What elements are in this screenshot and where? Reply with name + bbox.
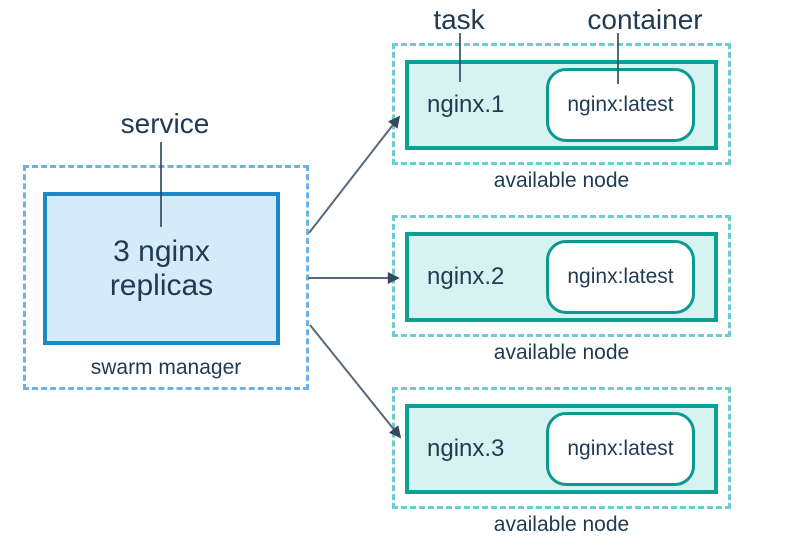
service-label: service	[120, 108, 210, 139]
arrow-to-node-3	[309, 324, 402, 439]
available-node-caption-2: available node	[493, 341, 630, 364]
container-image-label-1: nginx:latest	[567, 93, 674, 116]
available-node-2: nginx.2 nginx:latest available node	[392, 215, 731, 364]
container-box-2: nginx:latest	[546, 240, 695, 314]
container-box-1: nginx:latest	[546, 68, 695, 142]
available-node-1: nginx.1 nginx:latest available node	[392, 43, 731, 192]
available-node-caption-1: available node	[493, 169, 630, 192]
service-box-label-line-2: replicas	[109, 268, 214, 302]
task-name-label-3: nginx.3	[427, 435, 505, 462]
task-box-2: nginx.2 nginx:latest	[405, 232, 718, 322]
arrow-to-node-1	[308, 115, 401, 234]
task-label: task	[433, 4, 485, 35]
swarm-manager-group: 3 nginx replicas swarm manager	[23, 165, 309, 390]
task-name-label-2: nginx.2	[427, 263, 505, 290]
container-box-3: nginx:latest	[546, 412, 695, 486]
service-box: 3 nginx replicas	[43, 192, 280, 345]
task-box-1: nginx.1 nginx:latest	[405, 60, 718, 150]
available-node-caption-3: available node	[493, 513, 630, 536]
task-name-label-1: nginx.1	[427, 91, 505, 118]
service-box-label-line-1: 3 nginx	[113, 234, 210, 268]
container-label: container	[587, 4, 703, 35]
container-image-label-3: nginx:latest	[567, 437, 674, 460]
available-node-3: nginx.3 nginx:latest available node	[392, 387, 731, 536]
swarm-manager-caption: swarm manager	[90, 356, 242, 379]
task-box-3: nginx.3 nginx:latest	[405, 404, 718, 494]
container-image-label-2: nginx:latest	[567, 265, 674, 288]
